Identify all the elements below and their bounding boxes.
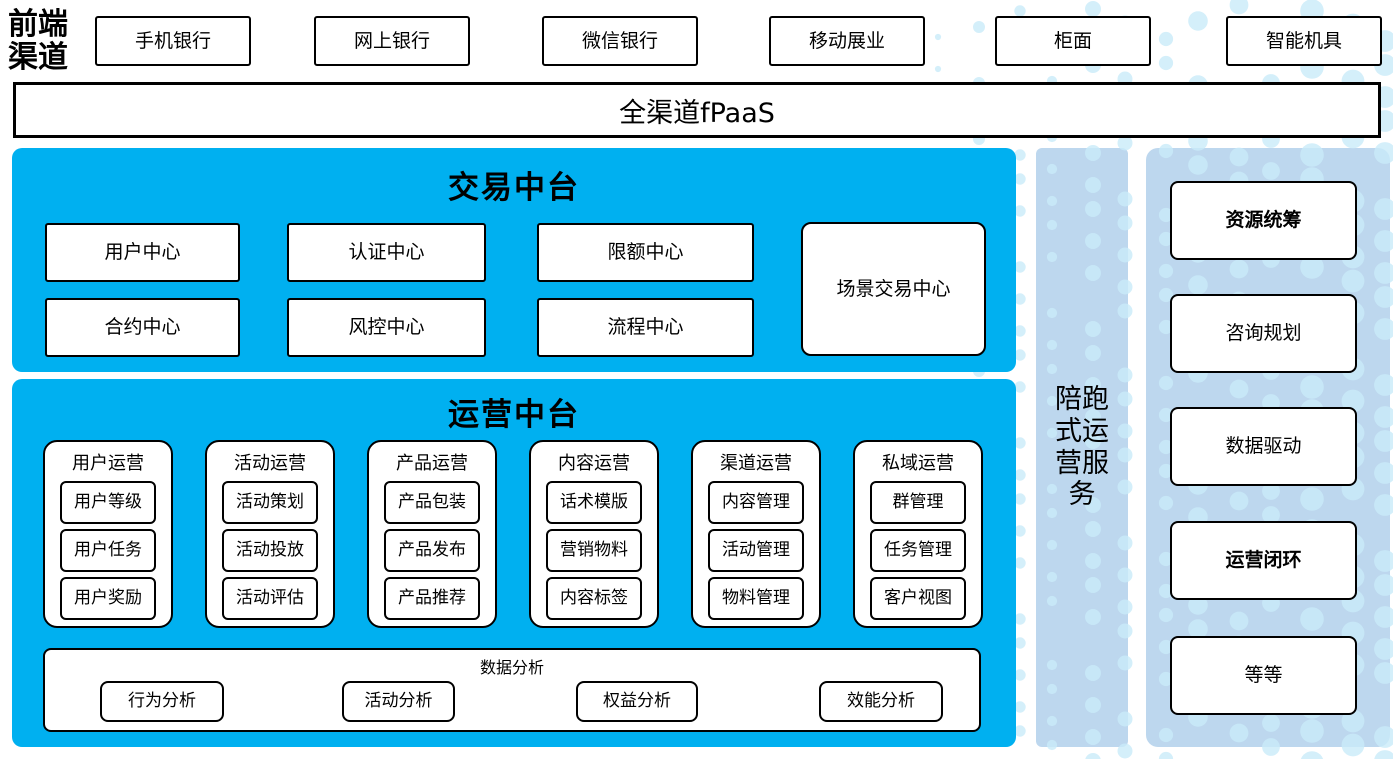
center-box-risk-control: 风控中心 <box>287 298 486 357</box>
operation-group-content: 内容运营 话术模版 营销物料 内容标签 <box>529 440 659 628</box>
channel-box-counter: 柜面 <box>995 16 1151 66</box>
trade-platform-title: 交易中台 <box>448 170 580 206</box>
group-item: 活动策划 <box>222 481 318 524</box>
frontend-channels-label: 前端渠道 <box>8 7 68 75</box>
trade-platform-panel: 交易中台 用户中心 认证中心 限额中心 合约中心 风控中心 流程中心 场景交易中… <box>12 148 1016 372</box>
channel-box-smart-devices: 智能机具 <box>1226 16 1382 66</box>
group-item: 用户奖励 <box>60 577 156 620</box>
group-item: 客户视图 <box>870 577 966 620</box>
group-title: 活动运营 <box>234 453 306 474</box>
group-title: 产品运营 <box>396 453 468 474</box>
group-item: 群管理 <box>870 481 966 524</box>
group-item: 活动投放 <box>222 529 318 572</box>
group-item: 话术模版 <box>546 481 642 524</box>
fpaas-label: 全渠道fPaaS <box>619 97 775 129</box>
group-item: 用户任务 <box>60 529 156 572</box>
group-item: 产品包装 <box>384 481 480 524</box>
escort-service-label: 陪跑式运营服务 <box>1055 384 1109 511</box>
advisory-box-consulting-planning: 咨询规划 <box>1170 294 1357 373</box>
advisory-box-resource-coordination: 资源统筹 <box>1170 181 1357 260</box>
analysis-box-activity: 活动分析 <box>342 681 455 722</box>
operation-group-user: 用户运营 用户等级 用户任务 用户奖励 <box>43 440 173 628</box>
data-analysis-container: 数据分析 行为分析 活动分析 权益分析 效能分析 <box>43 648 981 732</box>
channel-box-wechat-banking: 微信银行 <box>542 16 698 66</box>
center-box-contract: 合约中心 <box>45 298 240 357</box>
analysis-box-behavior: 行为分析 <box>100 681 224 722</box>
escort-service-label-wrap: 陪跑式运营服务 <box>1036 148 1128 747</box>
center-box-limit: 限额中心 <box>537 223 754 282</box>
group-item: 产品推荐 <box>384 577 480 620</box>
group-title: 私域运营 <box>882 453 954 474</box>
group-item: 任务管理 <box>870 529 966 572</box>
center-box-user: 用户中心 <box>45 223 240 282</box>
channel-box-online-banking: 网上银行 <box>314 16 470 66</box>
operation-platform-panel: 运营中台 用户运营 用户等级 用户任务 用户奖励 活动运营 活动策划 活动投放 … <box>12 379 1016 747</box>
group-item: 物料管理 <box>708 577 804 620</box>
group-title: 渠道运营 <box>720 453 792 474</box>
center-box-process: 流程中心 <box>537 298 754 357</box>
center-box-authentication: 认证中心 <box>287 223 486 282</box>
escort-service-panel <box>1036 148 1128 747</box>
operation-group-channel: 渠道运营 内容管理 活动管理 物料管理 <box>691 440 821 628</box>
advisory-box-etc: 等等 <box>1170 636 1357 715</box>
analysis-box-rights: 权益分析 <box>576 681 698 722</box>
channel-box-mobile-banking: 手机银行 <box>95 16 251 66</box>
group-item: 营销物料 <box>546 529 642 572</box>
group-item: 产品发布 <box>384 529 480 572</box>
group-item: 活动管理 <box>708 529 804 572</box>
group-item: 活动评估 <box>222 577 318 620</box>
group-title: 用户运营 <box>72 453 144 474</box>
center-box-scene-trade: 场景交易中心 <box>801 222 986 356</box>
operation-group-product: 产品运营 产品包装 产品发布 产品推荐 <box>367 440 497 628</box>
fpaas-bar: 全渠道fPaaS <box>13 82 1381 138</box>
advisory-box-data-driven: 数据驱动 <box>1170 407 1357 486</box>
group-item: 用户等级 <box>60 481 156 524</box>
data-analysis-title: 数据分析 <box>479 658 544 677</box>
channel-box-mobile-marketing: 移动展业 <box>769 16 925 66</box>
operation-group-private-domain: 私域运营 群管理 任务管理 客户视图 <box>853 440 983 628</box>
analysis-box-efficiency: 效能分析 <box>819 681 943 722</box>
group-title: 内容运营 <box>558 453 630 474</box>
operation-group-activity: 活动运营 活动策划 活动投放 活动评估 <box>205 440 335 628</box>
group-item: 内容标签 <box>546 577 642 620</box>
group-item: 内容管理 <box>708 481 804 524</box>
operation-platform-title: 运营中台 <box>448 397 580 433</box>
advisory-box-operation-loop: 运营闭环 <box>1170 521 1357 600</box>
